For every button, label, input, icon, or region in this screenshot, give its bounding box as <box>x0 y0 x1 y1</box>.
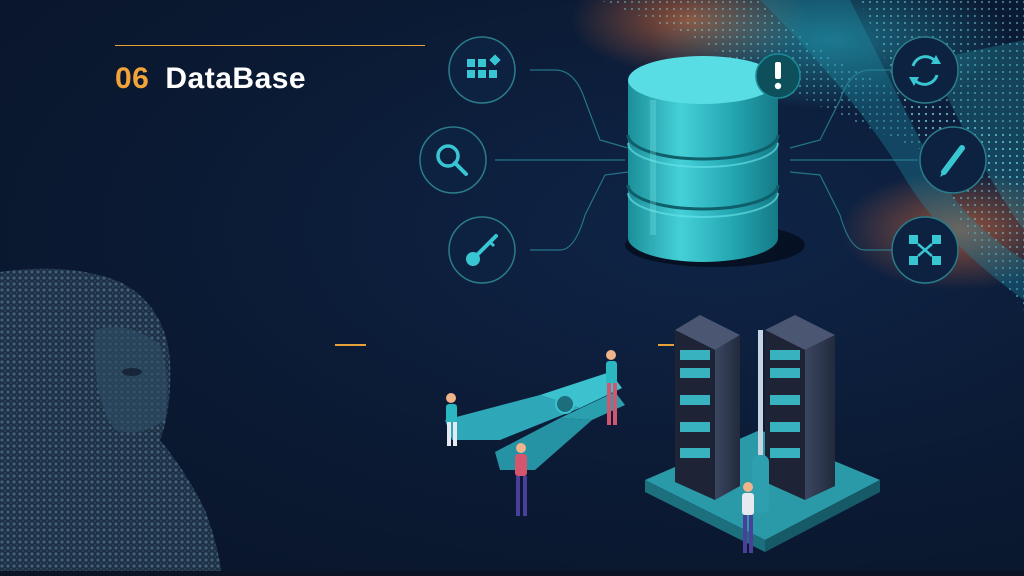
grid-squares-icon <box>448 36 516 104</box>
accent-dash-left <box>335 344 366 346</box>
database-cylinder <box>625 56 805 267</box>
network-icon <box>891 216 959 284</box>
humanoid-figure <box>0 268 222 576</box>
refresh-icon <box>891 36 959 104</box>
bottom-bar <box>0 571 1024 576</box>
pliers-illustration <box>445 372 625 470</box>
exclamation-icon <box>755 53 801 99</box>
slide-title-text: DataBase <box>165 62 307 95</box>
key-icon <box>448 216 516 284</box>
title-rule <box>115 45 425 46</box>
person-right <box>606 350 617 425</box>
person-left <box>446 393 457 446</box>
slide-title: 06 DataBase <box>115 62 306 96</box>
accent-dash-right <box>658 344 674 346</box>
person-middle <box>515 443 527 516</box>
magnifier-icon <box>419 126 487 194</box>
server-racks <box>645 315 880 553</box>
pencil-icon <box>919 126 987 194</box>
slide-number: 06 <box>115 62 150 95</box>
